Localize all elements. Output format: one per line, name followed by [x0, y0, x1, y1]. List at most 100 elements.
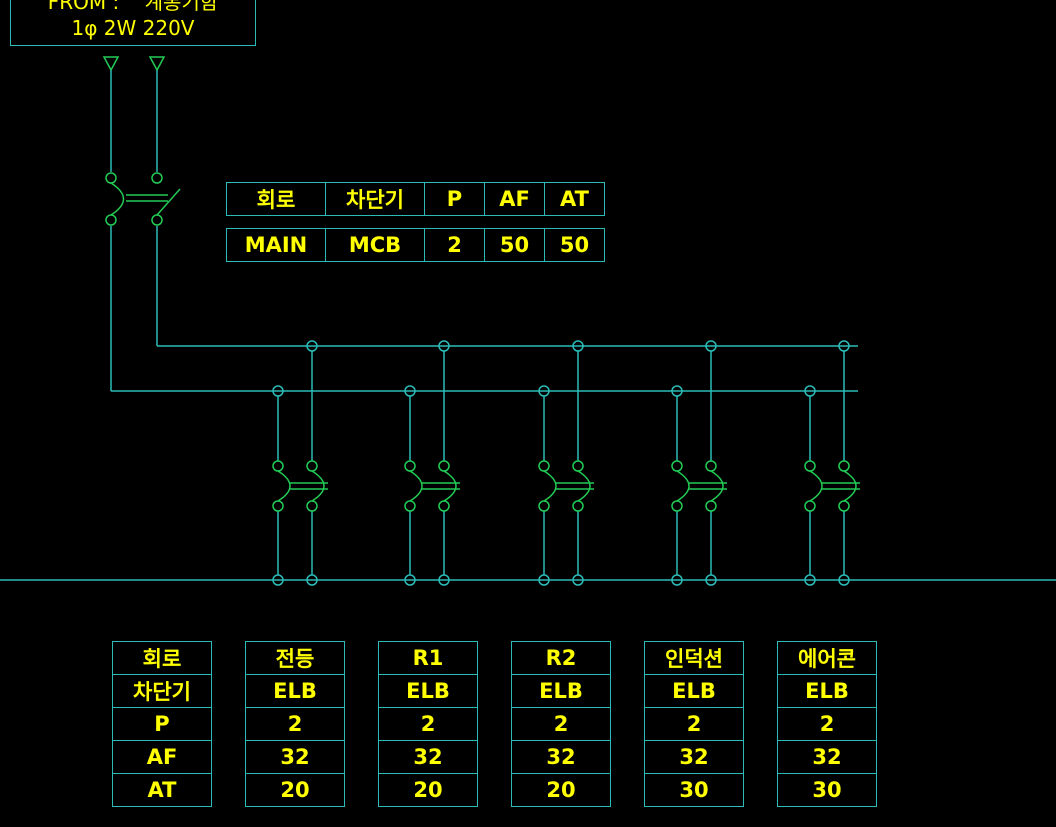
supply-spec: 1φ 2W 220V [71, 16, 195, 40]
source-label-box: FROM : 계통기함 1φ 2W 220V [10, 0, 256, 46]
branch-breaker: ELB [245, 674, 345, 708]
main-header-af: AF [484, 182, 545, 216]
contact-icon [705, 460, 717, 472]
main-value-breaker: MCB [325, 228, 425, 262]
branch-at: 20 [378, 773, 478, 807]
main-header-circuit: 회로 [226, 182, 326, 216]
contact-icon [306, 500, 318, 512]
branch-name: 에어콘 [777, 641, 877, 675]
main-header-at: AT [544, 182, 605, 216]
row-label-circuit: 회로 [112, 641, 212, 675]
branch-at: 20 [511, 773, 611, 807]
branch-name: R2 [511, 641, 611, 675]
load-tap-icon [306, 574, 318, 586]
main-breaker-values: MAIN MCB 2 50 50 [226, 228, 605, 262]
branch-breaker-arc [277, 470, 291, 502]
branch-af: 32 [245, 740, 345, 774]
from-label: FROM : [47, 0, 120, 14]
load-tap-icon [838, 574, 850, 586]
contact-icon [272, 460, 284, 472]
branch-breaker-arc [809, 470, 823, 502]
load-tap-icon [671, 574, 683, 586]
main-value-af: 50 [484, 228, 545, 262]
main-value-p: 2 [424, 228, 485, 262]
load-tap-icon [804, 574, 816, 586]
main-header-p: P [424, 182, 485, 216]
branch-breaker-arc [843, 470, 857, 502]
contact-icon [804, 500, 816, 512]
contact-icon [671, 460, 683, 472]
branch-column-induction: 인덕션 ELB 2 32 30 [644, 641, 744, 807]
contact-icon [438, 500, 450, 512]
main-breaker-switch [156, 188, 181, 216]
branch-breaker: ELB [511, 674, 611, 708]
branch-column-r2: R2 ELB 2 32 20 [511, 641, 611, 807]
contact-icon [404, 500, 416, 512]
row-label-breaker: 차단기 [112, 674, 212, 708]
contact-icon [804, 460, 816, 472]
contact-icon [572, 500, 584, 512]
incoming-terminal-icon [102, 56, 120, 72]
contact-icon [538, 500, 550, 512]
contact-icon [105, 214, 117, 226]
branch-breaker-arc [409, 470, 423, 502]
branch-at: 20 [245, 773, 345, 807]
branch-af: 32 [378, 740, 478, 774]
branch-breaker: ELB [378, 674, 478, 708]
branch-breaker-arc [443, 470, 457, 502]
main-value-circuit: MAIN [226, 228, 326, 262]
branch-p: 2 [378, 707, 478, 741]
branch-p: 2 [644, 707, 744, 741]
branch-column-lighting: 전등 ELB 2 32 20 [245, 641, 345, 807]
branch-column-r1: R1 ELB 2 32 20 [378, 641, 478, 807]
load-tap-icon [438, 574, 450, 586]
contact-icon [838, 460, 850, 472]
branch-breaker: ELB [644, 674, 744, 708]
branch-p: 2 [245, 707, 345, 741]
row-label-p: P [112, 707, 212, 741]
incoming-terminal-icon [148, 56, 166, 72]
load-tap-icon [538, 574, 550, 586]
branch-breaker-arc [676, 470, 690, 502]
contact-icon [438, 460, 450, 472]
branch-row-labels: 회로 차단기 P AF AT [112, 641, 212, 807]
contact-icon [572, 460, 584, 472]
contact-icon [705, 500, 717, 512]
branch-breaker-arc [311, 470, 325, 502]
branch-name: 인덕션 [644, 641, 744, 675]
branch-name: 전등 [245, 641, 345, 675]
load-tap-icon [404, 574, 416, 586]
load-tap-icon [572, 574, 584, 586]
load-tap-icon [705, 574, 717, 586]
contact-icon [272, 500, 284, 512]
row-label-at: AT [112, 773, 212, 807]
contact-icon [838, 500, 850, 512]
main-breaker-header: 회로 차단기 P AF AT [226, 182, 605, 216]
branch-p: 2 [511, 707, 611, 741]
main-breaker-arc [110, 182, 125, 216]
branch-breaker-arc [543, 470, 557, 502]
branch-p: 2 [777, 707, 877, 741]
row-label-af: AF [112, 740, 212, 774]
from-name: 계통기함 [144, 0, 219, 14]
contact-icon [151, 214, 163, 226]
branch-at: 30 [777, 773, 877, 807]
contact-icon [151, 172, 163, 184]
contact-icon [404, 460, 416, 472]
branch-breaker: ELB [777, 674, 877, 708]
main-value-at: 50 [544, 228, 605, 262]
branch-breaker-arc [710, 470, 724, 502]
branch-name: R1 [378, 641, 478, 675]
branch-af: 32 [777, 740, 877, 774]
contact-icon [538, 460, 550, 472]
branch-column-aircon: 에어콘 ELB 2 32 30 [777, 641, 877, 807]
load-tap-icon [272, 574, 284, 586]
branch-af: 32 [511, 740, 611, 774]
branch-af: 32 [644, 740, 744, 774]
contact-icon [671, 500, 683, 512]
branch-at: 30 [644, 773, 744, 807]
contact-icon [306, 460, 318, 472]
branch-breaker-arc [577, 470, 591, 502]
main-header-breaker: 차단기 [325, 182, 425, 216]
